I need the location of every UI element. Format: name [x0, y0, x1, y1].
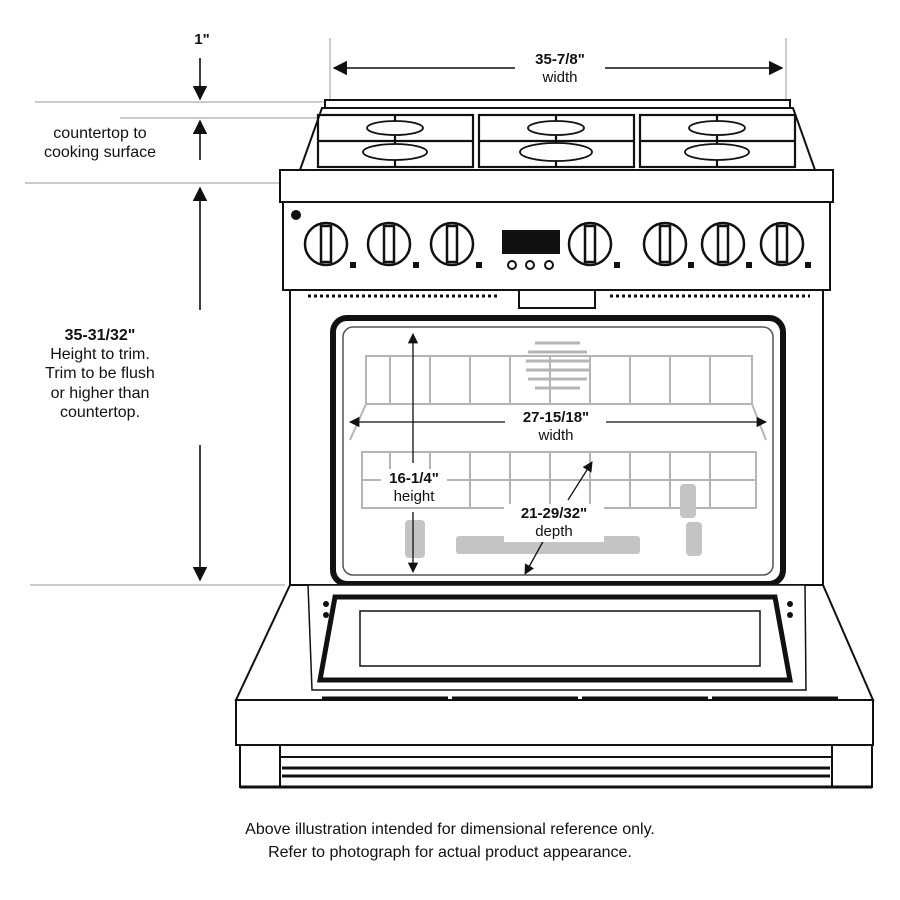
oven-width-caption: width	[538, 427, 574, 444]
oven-width-label: 27-15/18" width	[506, 408, 606, 446]
oven-depth-arrow-down	[524, 537, 546, 575]
disclaimer-caption: Above illustration intended for dimensio…	[0, 818, 900, 864]
door-front-panel	[235, 699, 874, 746]
disclaimer-line-1: Above illustration intended for dimensio…	[245, 821, 655, 838]
cooktop	[298, 99, 817, 171]
overall-height-label: 35-31/32" Height to trim. Trim to be flu…	[20, 326, 180, 422]
top-gap-value: 1"	[194, 31, 210, 48]
dimension-arrows	[192, 58, 784, 582]
oven-depth-arrow-up	[567, 461, 593, 501]
convection-fan	[526, 341, 589, 390]
overall-height-value: 35-31/32"	[64, 327, 136, 344]
oven-height-label: 16-1/4" height	[381, 469, 447, 507]
door-latch	[518, 289, 596, 309]
oven-height-caption: height	[393, 488, 435, 505]
brand-logo	[291, 210, 301, 220]
oven-height-value: 16-1/4"	[389, 470, 439, 487]
overall-width-caption: width	[542, 69, 578, 86]
range-body	[289, 290, 824, 585]
digital-display	[502, 230, 560, 254]
display-buttons	[507, 260, 554, 270]
disclaimer-line-2: Refer to photograph for actual product a…	[268, 844, 632, 862]
cooktop-front-edge	[279, 169, 834, 203]
burners	[362, 120, 750, 162]
door-hinges	[323, 601, 793, 618]
reference-lines	[25, 38, 787, 586]
overall-height-note: Height to trim. Trim to be flush or high…	[45, 346, 155, 421]
oven-door-open	[234, 584, 875, 701]
control-knobs	[303, 221, 805, 267]
oven-width-value: 27-15/18"	[522, 409, 590, 426]
countertop-label: countertop to cooking surface	[43, 125, 157, 162]
overall-width-label: 35-7/8" width	[515, 51, 605, 87]
knob-indicators	[350, 262, 811, 268]
oven-dimension-arrows	[348, 332, 768, 575]
overall-width-value: 35-7/8"	[535, 51, 585, 68]
top-gap-label: 1"	[182, 31, 222, 49]
control-panel	[282, 201, 831, 291]
kick-plate	[239, 744, 873, 789]
oven-depth-label: 21-29/32" depth	[504, 504, 604, 542]
oven-depth-value: 21-29/32"	[520, 505, 588, 522]
oven-depth-caption: depth	[535, 523, 573, 540]
